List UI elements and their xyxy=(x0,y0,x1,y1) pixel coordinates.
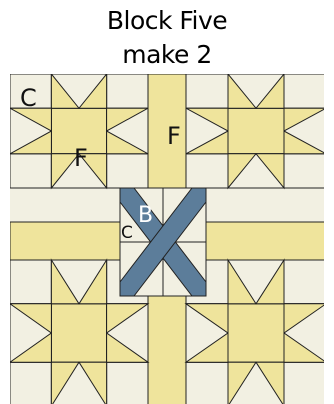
center-block xyxy=(120,188,206,296)
star-block-top-right-corner xyxy=(284,154,326,188)
star-block-bottom-right-center xyxy=(228,304,284,362)
strip-left-horizontal xyxy=(10,222,120,260)
star-block-top-right-corner xyxy=(186,154,228,188)
star-block-top-right-corner xyxy=(186,74,228,108)
star-block-top-right-corner xyxy=(284,74,326,108)
label-f-strip: F xyxy=(167,122,181,150)
star-block-top-left-corner xyxy=(10,154,51,188)
label-c-center: C xyxy=(121,223,133,243)
star-block-bottom-right-corner xyxy=(186,362,228,404)
star-block-bottom-left-corner xyxy=(10,362,51,404)
star-block-top-left-corner xyxy=(107,74,148,108)
star-block-bottom-left-center xyxy=(51,304,106,362)
label-f-left: F xyxy=(74,144,88,172)
label-c-top: C xyxy=(20,84,37,112)
strip-bottom-vertical xyxy=(148,296,186,404)
star-block-bottom-right-corner xyxy=(284,260,326,304)
strip-right-horizontal xyxy=(206,222,326,260)
star-block-top-right-center xyxy=(228,108,284,154)
star-block-bottom-right-corner xyxy=(284,362,326,404)
star-block-bottom-left-corner xyxy=(107,362,148,404)
star-block-top-left-corner xyxy=(107,154,148,188)
star-block-bottom-left-corner xyxy=(10,260,51,304)
label-b-center: B xyxy=(138,203,153,228)
